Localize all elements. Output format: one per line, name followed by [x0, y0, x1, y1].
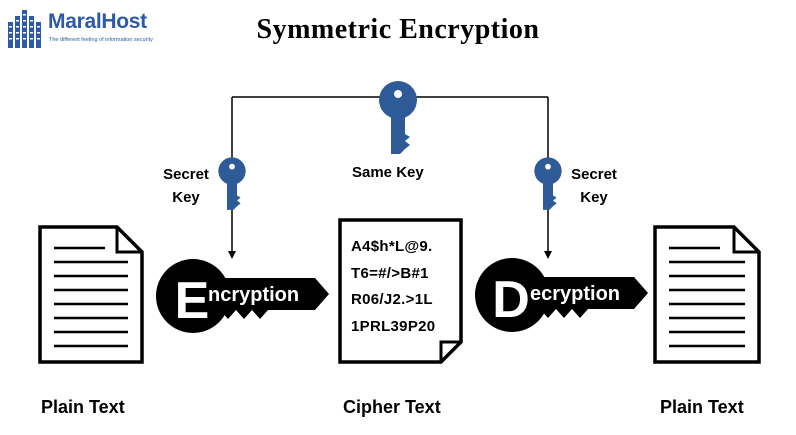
right-secret-key-label-line1: Secret — [571, 166, 617, 183]
left-secret-key-label-line1: Secret — [163, 166, 209, 183]
cipher-line: T6=#/>B#1 — [351, 264, 429, 282]
cipher-line: A4$h*L@9. — [351, 238, 433, 255]
decryption-initial: D — [492, 271, 530, 329]
plain-text-document-left-icon — [38, 225, 144, 364]
right-secret-key-label: Secret Key — [566, 163, 622, 209]
logo-name: MaralHost — [48, 10, 147, 33]
cipher-line: 1PRL39P20 — [351, 317, 436, 335]
right-secret-key-icon — [534, 157, 562, 210]
center-key-icon — [379, 81, 417, 154]
plain-text-left-label: Plain Text — [41, 397, 125, 417]
encryption-key-badge: E ncryption — [156, 259, 329, 333]
logo-tagline: The different feeling of information sec… — [49, 37, 153, 43]
left-secret-key-label: Secret Key — [158, 163, 214, 209]
encryption-initial: E — [175, 272, 210, 330]
cipher-line: R06/J2.>1L — [351, 291, 433, 308]
logo-building-icon — [8, 10, 41, 48]
diagram-title: Symmetric Encryption — [256, 14, 540, 45]
same-key-label: Same Key — [352, 164, 424, 181]
left-secret-key-icon — [218, 157, 246, 210]
right-secret-key-label-line2: Key — [580, 189, 608, 206]
plain-text-right-label: Plain Text — [660, 397, 744, 417]
decryption-key-badge: D ecryption — [475, 258, 648, 332]
maralhost-logo: MaralHost The different feeling of infor… — [6, 8, 176, 54]
left-secret-key-label-line2: Key — [172, 189, 200, 206]
plain-text-document-right-icon — [653, 225, 761, 364]
encryption-label: ncryption — [208, 284, 299, 306]
cipher-text-label: Cipher Text — [343, 397, 441, 417]
cipher-text-document-icon — [338, 218, 463, 364]
decryption-label: ecryption — [530, 283, 620, 305]
cipher-text-content: A4$h*L@9. T6=#/>B#1 R06/J2.>1L 1PRL39P20 — [351, 234, 435, 340]
